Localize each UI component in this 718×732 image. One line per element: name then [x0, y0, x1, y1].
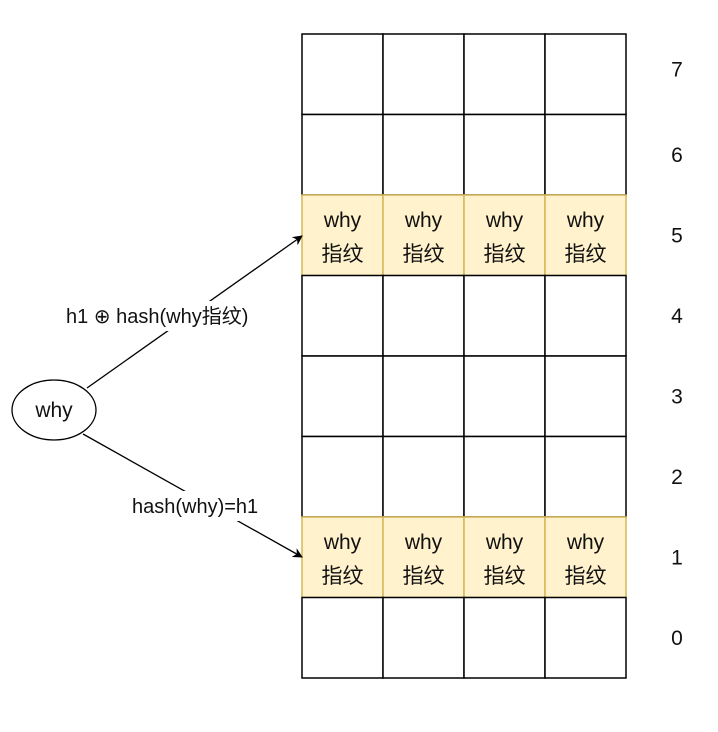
fingerprint-label: 指纹	[322, 565, 364, 588]
bucket-slot	[301, 33, 384, 116]
bucket-slot	[544, 435, 627, 518]
row-index-label-1: 1	[671, 546, 683, 569]
bucket-row-2	[301, 435, 627, 518]
bucket-slot	[382, 355, 465, 438]
bucket-slot	[301, 113, 384, 196]
fingerprint-name: why	[566, 531, 605, 554]
fingerprint-label: 指纹	[403, 243, 445, 266]
edge-label-bg-bottom	[130, 491, 284, 521]
bucket-slot	[382, 435, 465, 518]
row-index-label-6: 6	[671, 144, 683, 167]
bucket-slot	[463, 113, 546, 196]
fingerprint-label: 指纹	[403, 565, 445, 588]
fingerprint-name: why	[485, 531, 524, 554]
bucket-slot	[544, 274, 627, 357]
fingerprint-label: 指纹	[322, 243, 364, 266]
source-node-why	[11, 379, 97, 441]
fingerprint-label: 指纹	[484, 565, 526, 588]
bucket-slot	[544, 355, 627, 438]
bucket-slot	[544, 516, 627, 599]
fingerprint-name: why	[404, 209, 443, 232]
bucket-slot	[382, 274, 465, 357]
row-index-label-0: 0	[671, 627, 683, 650]
bucket-slot	[544, 596, 627, 679]
fingerprint-label: 指纹	[565, 243, 607, 266]
bucket-row-6	[301, 113, 627, 196]
row-index-labels: 7 6 5 4 3 2 1 0	[671, 58, 683, 650]
fingerprint-label: 指纹	[565, 565, 607, 588]
fingerprint-name: why	[323, 209, 362, 232]
bucket-table: why 指纹 why 指纹 why 指纹 why 指纹 why 指纹 why 指纹 why 指纹 why 指纹	[301, 33, 627, 679]
bucket-slot	[382, 113, 465, 196]
bucket-row-0	[301, 596, 627, 679]
bucket-slot	[301, 274, 384, 357]
bucket-slot	[301, 435, 384, 518]
row-index-label-4: 4	[671, 305, 683, 328]
bucket-slot	[463, 596, 546, 679]
bucket-slot	[463, 33, 546, 116]
bucket-row-7	[301, 33, 627, 116]
bucket-row-3	[301, 355, 627, 438]
bucket-row-1: why 指纹 why 指纹 why 指纹 why 指纹	[301, 516, 627, 599]
edge-label-bg-top	[64, 301, 288, 331]
fingerprint-name: why	[485, 209, 524, 232]
bucket-slot	[301, 355, 384, 438]
bucket-row-4	[301, 274, 627, 357]
source-node-label: why	[34, 399, 73, 422]
bucket-slot	[544, 194, 627, 277]
bucket-slot	[463, 194, 546, 277]
bucket-slot	[544, 33, 627, 116]
edge-label-xor-hash: h1 ⊕ hash(why指纹)	[66, 305, 248, 328]
row-index-label-2: 2	[671, 466, 683, 489]
edge-label-hash: hash(why)=h1	[132, 496, 258, 518]
bucket-slot	[544, 113, 627, 196]
bucket-slot	[463, 435, 546, 518]
row-index-label-3: 3	[671, 385, 683, 408]
bucket-slot	[301, 194, 384, 277]
bucket-slot	[463, 274, 546, 357]
bucket-slot	[382, 596, 465, 679]
bucket-slot	[463, 355, 546, 438]
bucket-slot	[382, 516, 465, 599]
bucket-slot	[382, 33, 465, 116]
bucket-row-5: why 指纹 why 指纹 why 指纹 why 指纹	[301, 194, 627, 277]
fingerprint-name: why	[323, 531, 362, 554]
bucket-slot	[301, 596, 384, 679]
row-index-label-7: 7	[671, 58, 683, 81]
fingerprint-label: 指纹	[484, 243, 526, 266]
row-index-label-5: 5	[671, 224, 683, 247]
fingerprint-name: why	[404, 531, 443, 554]
fingerprint-name: why	[566, 209, 605, 232]
bucket-slot	[382, 194, 465, 277]
